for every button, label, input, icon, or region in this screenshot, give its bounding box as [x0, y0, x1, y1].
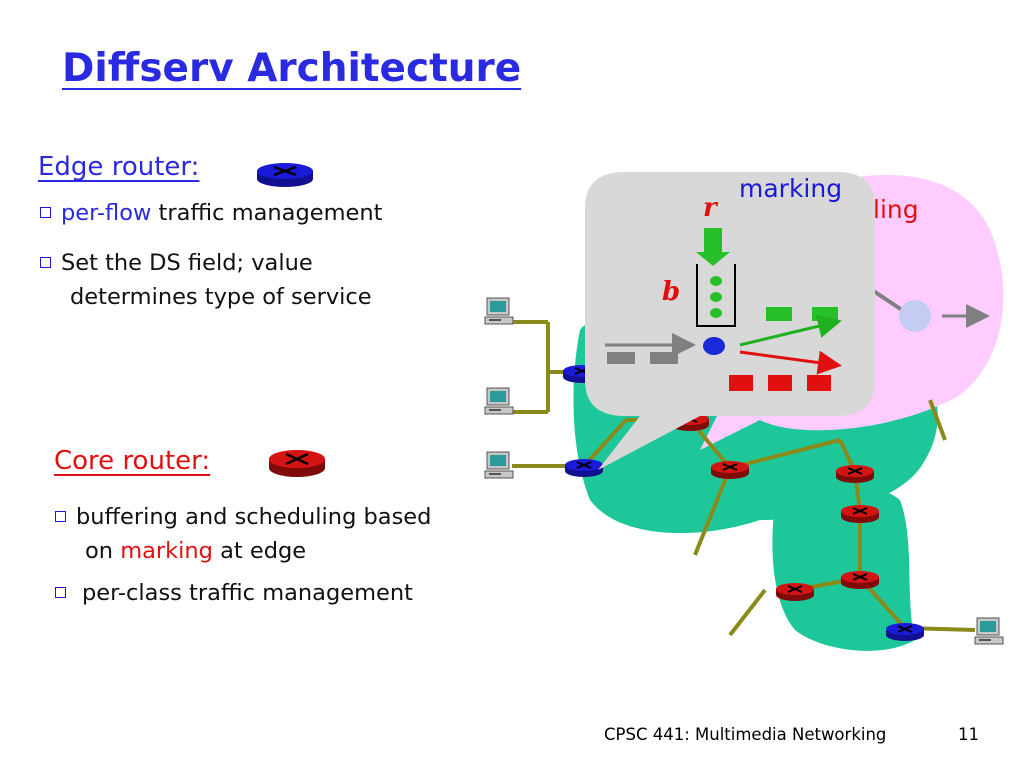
- core-router-heading: Core router:: [54, 446, 211, 476]
- edge-bullet-1: per-flow traffic management: [40, 196, 382, 230]
- core-bullet-1: buffering and scheduling based on markin…: [55, 500, 431, 568]
- edge-router-icon: [257, 163, 313, 187]
- core-bullet-1-line2-pre: on: [85, 538, 121, 564]
- core-bullet-2: per-class traffic management: [55, 576, 413, 610]
- marking-label: marking: [739, 174, 842, 203]
- edge-bullet-2: Set the DS field; value determines type …: [40, 246, 372, 314]
- core-bullet-1-line1: buffering and scheduling based: [76, 504, 432, 530]
- bullet-icon: [55, 587, 66, 598]
- footer-page-number: 11: [958, 725, 979, 744]
- core-bullet-2-text: per-class traffic management: [82, 580, 413, 606]
- bucket-label: b: [662, 277, 680, 307]
- edge-bullet-1-rest: traffic management: [151, 200, 383, 226]
- edge-bullet-2-line2: determines type of service: [70, 284, 372, 310]
- marking-callout: [585, 172, 875, 470]
- slide-title: Diffserv Architecture: [62, 46, 522, 91]
- core-router-icon: [269, 450, 325, 477]
- footer-course: CPSC 441: Multimedia Networking: [604, 725, 887, 744]
- bullet-icon: [55, 511, 66, 522]
- rate-label: r: [703, 193, 719, 223]
- marking-text: marking: [120, 538, 213, 564]
- network-cloud-lower: [772, 483, 915, 651]
- bullet-icon: [40, 257, 51, 268]
- per-flow-text: per-flow: [61, 200, 152, 226]
- bullet-icon: [40, 207, 51, 218]
- edge-router-heading: Edge router:: [38, 152, 200, 182]
- scheduling-label: ling: [873, 195, 919, 224]
- edge-bullet-2-line1: Set the DS field; value: [61, 250, 313, 276]
- core-bullet-1-line2-post: at edge: [212, 538, 307, 564]
